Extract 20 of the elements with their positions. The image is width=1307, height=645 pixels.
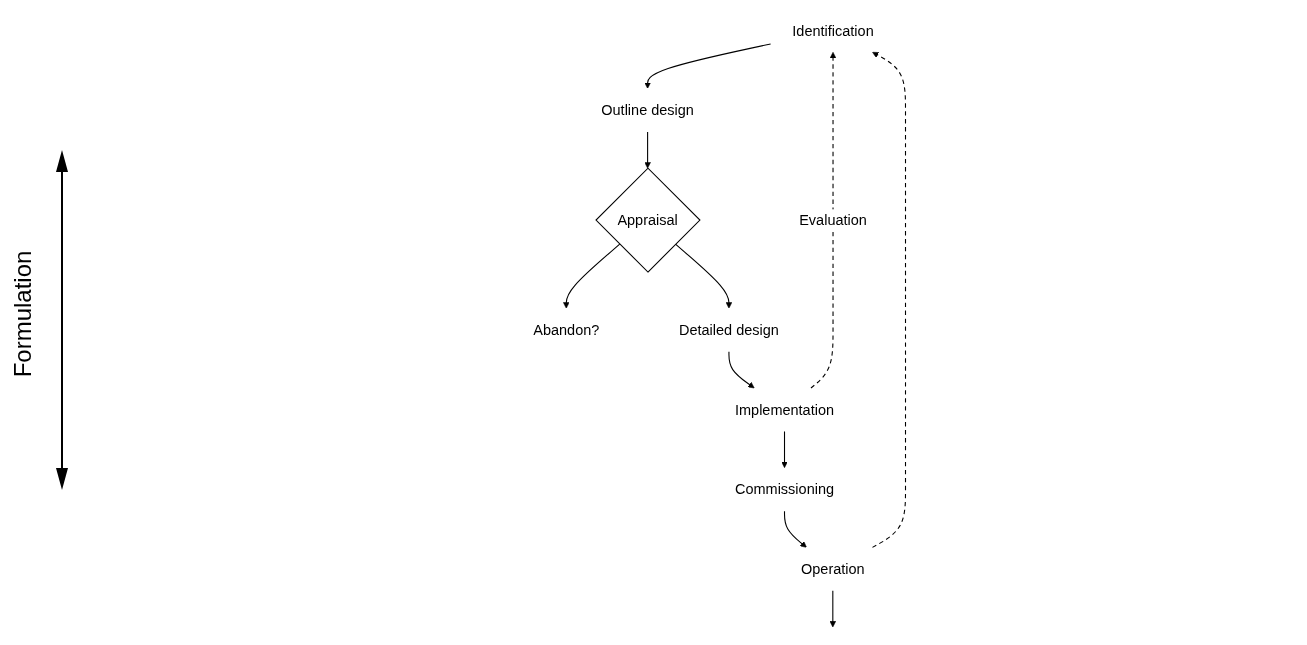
node-text: Outline design	[601, 101, 694, 118]
arrow	[644, 130, 651, 168]
node-diamond: Appraisal	[595, 166, 701, 273]
edge-label: Evaluation	[799, 211, 867, 228]
arrow	[829, 589, 836, 627]
node-text: Implementation	[734, 401, 835, 418]
node-text: Abandon?	[533, 321, 600, 338]
node-text: Detailed design	[679, 321, 779, 338]
node-text: Identification	[792, 22, 874, 38]
arrow	[781, 430, 788, 468]
arrow	[728, 350, 755, 388]
node-text: Operation	[801, 560, 865, 577]
arrow	[674, 243, 733, 309]
arrow	[810, 51, 837, 389]
arrow	[783, 510, 807, 548]
axis-label: Formulation	[9, 249, 37, 380]
arrow	[644, 42, 772, 89]
node-text: Commissioning	[734, 480, 835, 497]
arrow	[563, 243, 621, 309]
arrow	[871, 51, 907, 548]
